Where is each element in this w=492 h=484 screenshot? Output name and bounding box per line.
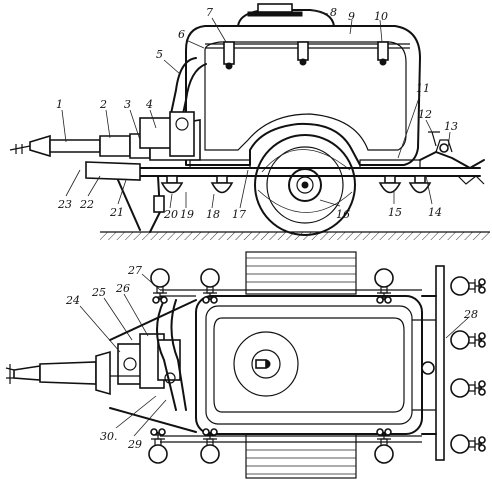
callout-17: 17 [232, 208, 246, 221]
frame [9, 111, 485, 233]
callout-12: 12 [418, 108, 432, 121]
callout-29: 29 [127, 438, 142, 451]
top-view [5, 251, 486, 479]
callout-26: 26 [115, 282, 130, 295]
callout-30: 30. [100, 430, 118, 443]
callout-14: 14 [428, 206, 442, 219]
callout-7: 7 [206, 6, 213, 19]
top-leaders [79, 273, 469, 437]
hoses [167, 57, 207, 129]
callout-16: 16 [336, 208, 350, 221]
top-drawbar [5, 299, 197, 433]
callout-4: 4 [145, 98, 153, 111]
callout-27: 27 [127, 264, 142, 277]
callout-28: 28 [463, 308, 478, 321]
callout-3: 3 [124, 98, 131, 111]
callout-21: 21 [109, 206, 124, 219]
callout-5: 5 [156, 48, 163, 61]
callout-1: 1 [56, 98, 63, 111]
callout-22: 22 [79, 198, 94, 211]
callout-24: 24 [65, 294, 80, 307]
ground-line [100, 231, 490, 240]
callout-6: 6 [178, 28, 185, 41]
side-view [9, 3, 490, 240]
callout-18: 18 [206, 208, 220, 221]
callout-8: 8 [330, 6, 337, 19]
callout-23: 23 [57, 198, 72, 211]
callout-11: 11 [416, 82, 430, 95]
callout-15: 15 [388, 206, 402, 219]
top-frame [160, 265, 445, 461]
callout-labels: 1 2 3 4 5 6 7 8 9 10 11 12 13 14 15 16 1… [56, 6, 478, 451]
callout-9: 9 [348, 10, 355, 23]
callout-25: 25 [91, 286, 106, 299]
tank [185, 3, 421, 166]
callout-10: 10 [374, 10, 388, 23]
callout-13: 13 [444, 120, 458, 133]
side-nozzles [161, 175, 431, 194]
side-leaders [61, 9, 451, 209]
callout-2: 2 [99, 98, 107, 111]
callout-20: 20 [163, 208, 178, 221]
callout-19: 19 [180, 208, 194, 221]
